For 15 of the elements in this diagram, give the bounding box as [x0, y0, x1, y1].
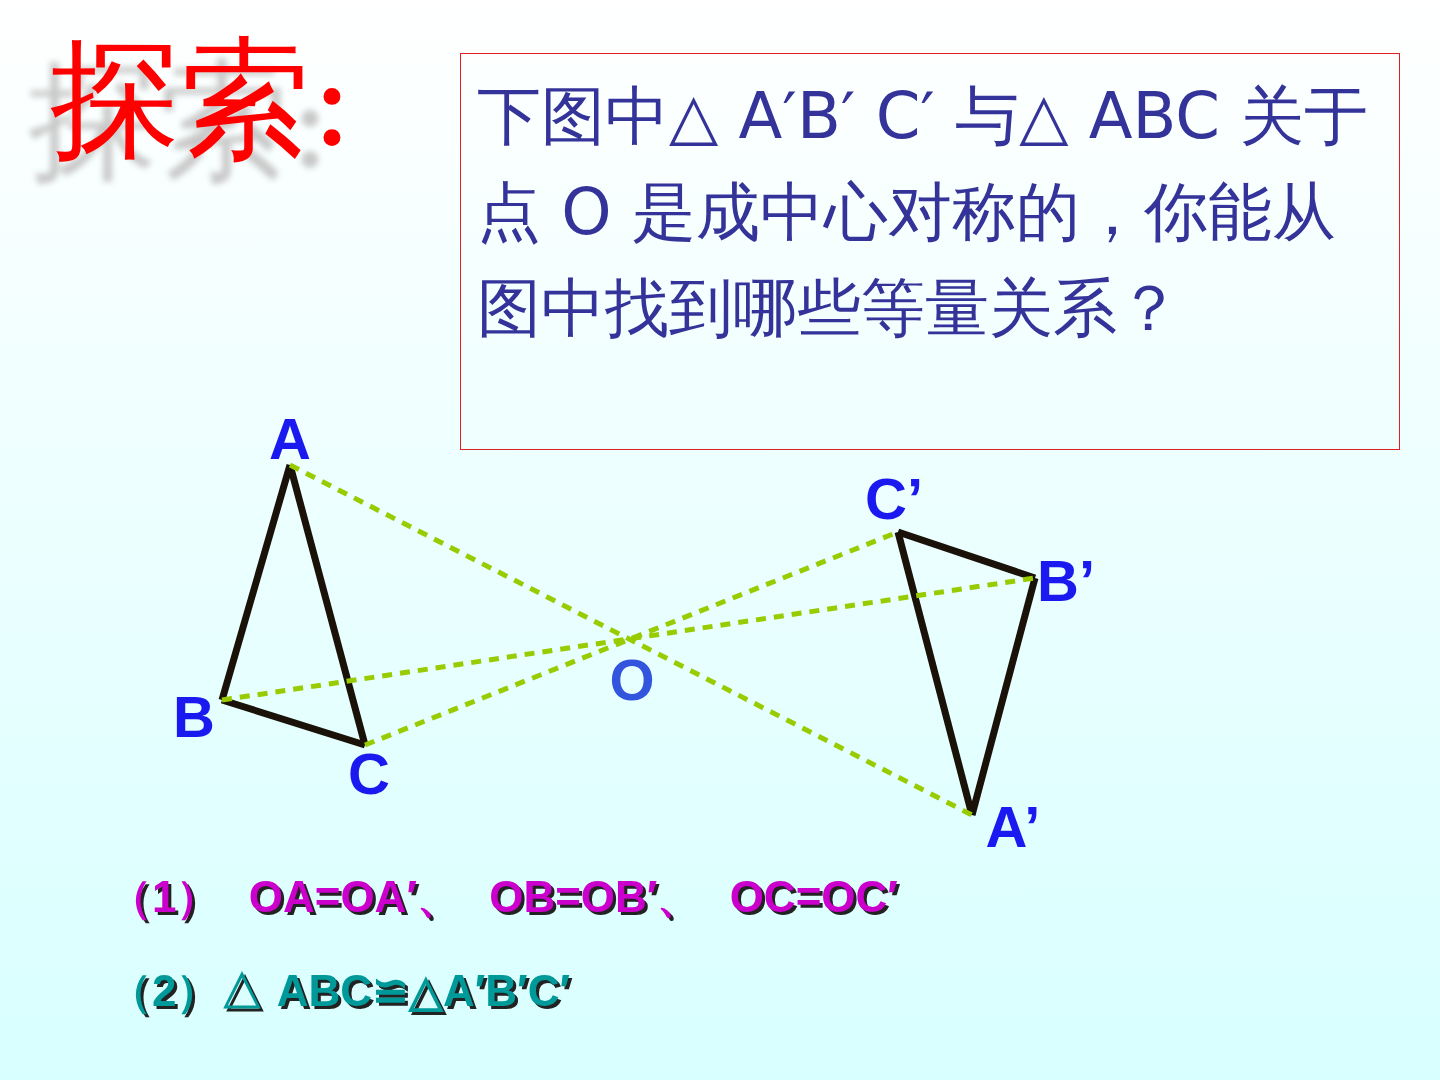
vertex-label: B [166, 688, 222, 745]
vertex-label: B’ [1035, 550, 1097, 612]
vertex-label: C’ [858, 466, 930, 532]
dashed-line [221, 575, 1036, 703]
title-text: 探索: [50, 28, 354, 171]
vertex-label: C [340, 745, 398, 803]
point-label: O [608, 652, 656, 708]
congruence-text: （2）△ ABC≌△A′B′C′ [108, 965, 570, 1017]
dashed-line [288, 462, 974, 818]
vertex-label: A [262, 412, 318, 465]
question-text: 下图中△ A′B′ C′ 与△ ABC 关于点 O 是成中心对称的，你能从图中找到哪些等量关系？ [477, 78, 1370, 347]
question-box [460, 53, 1400, 450]
vertex-label: A’ [972, 792, 1054, 862]
triangle-side [894, 531, 976, 816]
equation-text: （1） OA=OA′、 OB=OB′、 OC=OC′ [108, 871, 898, 923]
